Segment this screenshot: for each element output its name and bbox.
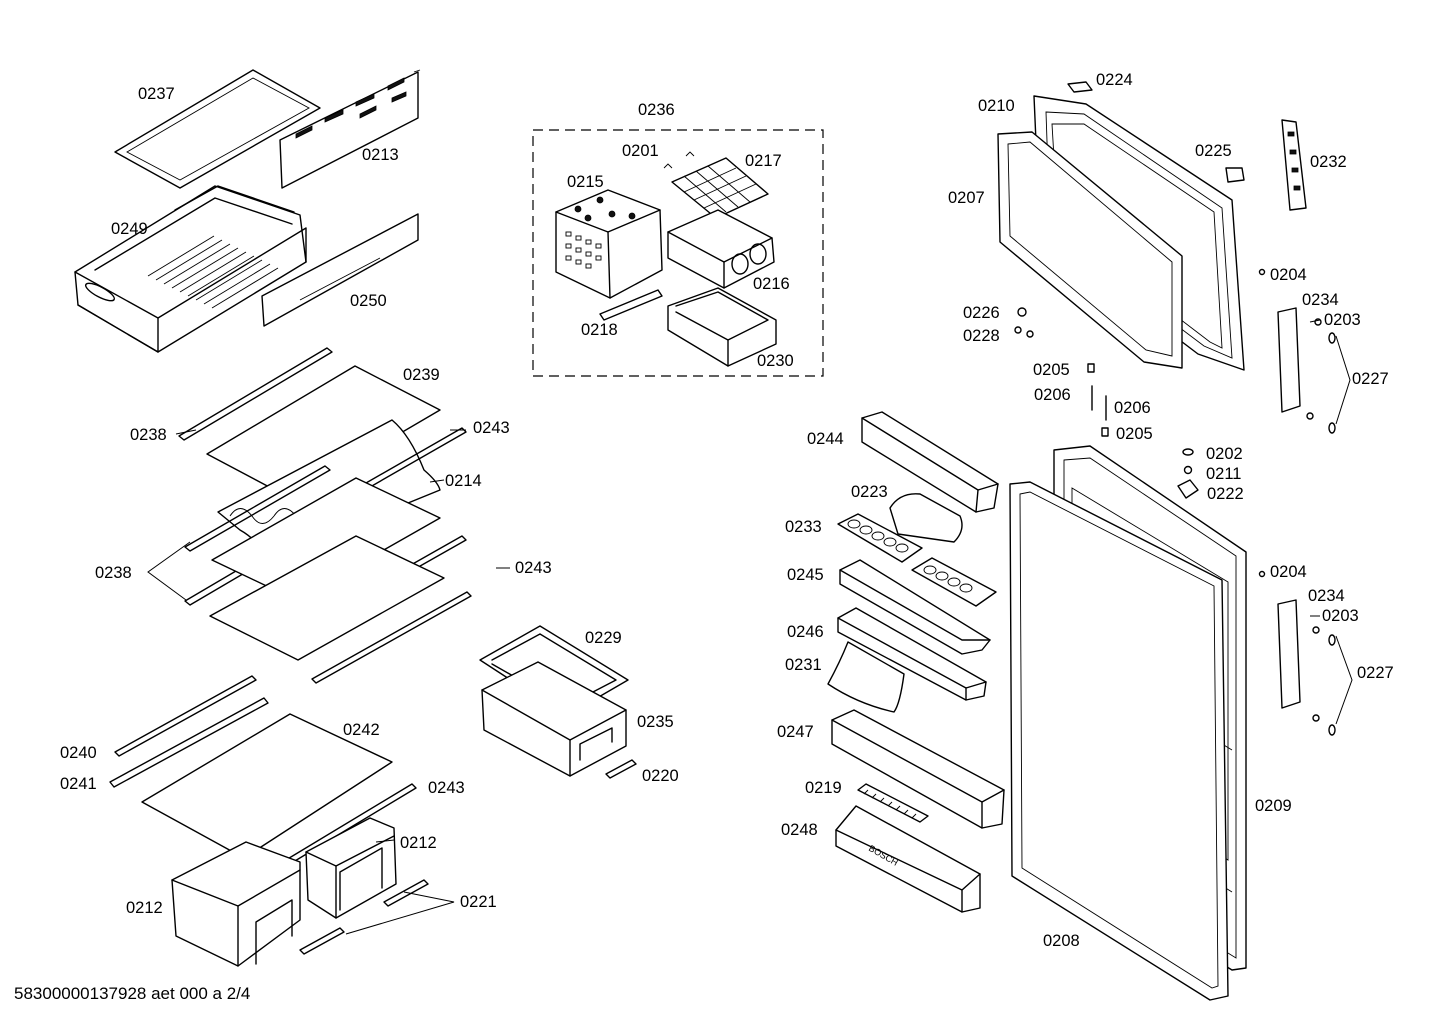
label-0208: 0208 [1043, 932, 1080, 950]
part-0248-door-bin: BOSCH [835, 805, 981, 913]
label-0219: 0219 [805, 779, 842, 797]
label-0203-lower: 0203 [1322, 607, 1359, 625]
label-0228: 0228 [963, 327, 1000, 345]
label-0210: 0210 [978, 97, 1015, 115]
label-0211: 0211 [1206, 465, 1242, 483]
part-0227-leader-lower [1335, 635, 1353, 725]
label-0242: 0242 [343, 721, 380, 739]
label-0227-upper: 0227 [1352, 370, 1389, 388]
label-0201: 0201 [622, 142, 659, 160]
label-0221: 0221 [460, 893, 497, 911]
label-0243-lower: 0243 [428, 779, 465, 797]
part-0231-cover [827, 641, 905, 713]
part-egg-tray-right [911, 557, 997, 607]
part-0245-door-bin [839, 559, 991, 655]
part-0227-leader-upper [1335, 335, 1351, 425]
label-0237: 0237 [138, 85, 175, 103]
label-0244: 0244 [807, 430, 844, 448]
label-0229: 0229 [585, 629, 622, 647]
part-0232-hinge [1281, 119, 1307, 211]
label-0218: 0218 [581, 321, 618, 339]
label-0204-lower: 0204 [1270, 563, 1307, 581]
label-0222: 0222 [1207, 485, 1244, 503]
label-0248: 0248 [781, 821, 818, 839]
label-0206-left: 0206 [1034, 386, 1071, 404]
label-0205-upper: 0205 [1033, 361, 1070, 379]
label-0230: 0230 [757, 352, 794, 370]
label-0234-lower: 0234 [1308, 587, 1345, 605]
part-0244-door-bin [861, 411, 999, 513]
label-0247: 0247 [777, 723, 814, 741]
label-0245: 0245 [787, 566, 824, 584]
label-0249: 0249 [111, 220, 148, 238]
label-0232: 0232 [1310, 153, 1347, 171]
label-0238-lower: 0238 [95, 564, 132, 582]
part-0237-glass-frame [114, 69, 321, 189]
label-0223: 0223 [851, 483, 888, 501]
part-0250-cover-strip [261, 213, 419, 327]
label-0224: 0224 [1096, 71, 1133, 89]
label-0234-upper: 0234 [1302, 291, 1339, 309]
part-0246-door-bin [837, 607, 987, 701]
part-0249-crisper-drawer [74, 185, 307, 353]
part-0221-pins [299, 879, 429, 955]
label-0236: 0236 [638, 101, 675, 119]
part-0233-egg-tray [837, 513, 923, 563]
part-0223-dairy-box [889, 493, 963, 543]
part-0213-vent-panel [279, 69, 421, 189]
label-0238-upper: 0238 [130, 426, 167, 444]
part-hardware-lower [1177, 448, 1336, 736]
label-0207: 0207 [948, 189, 985, 207]
label-0212-right: 0212 [400, 834, 437, 852]
label-0235: 0235 [637, 713, 674, 731]
label-0241: 0241 [60, 775, 97, 793]
label-0214: 0214 [445, 472, 482, 490]
leader-lines [147, 319, 1321, 935]
label-0212-left: 0212 [126, 899, 163, 917]
label-0206-right: 0206 [1114, 399, 1151, 417]
part-0207-door-seal [997, 131, 1183, 369]
group-0236-ice-section [532, 129, 824, 377]
label-0215: 0215 [567, 173, 604, 191]
label-0220: 0220 [642, 767, 679, 785]
label-0202: 0202 [1206, 445, 1243, 463]
label-0246: 0246 [787, 623, 824, 641]
part-0239-glass-shelf [178, 347, 441, 499]
label-0209: 0209 [1255, 797, 1292, 815]
label-0250: 0250 [350, 292, 387, 310]
part-0247-door-bin [831, 709, 1005, 829]
part-0225-cover [1225, 167, 1245, 183]
label-0203-upper: 0203 [1324, 311, 1361, 329]
label-0227-lower: 0227 [1357, 664, 1394, 682]
part-0235-drawer [481, 661, 627, 777]
part-0224-cap [1067, 81, 1093, 93]
label-0217: 0217 [745, 152, 782, 170]
part-0240-0241-rails [109, 675, 269, 788]
part-glass-shelf-middle [209, 477, 445, 661]
label-0204-upper: 0204 [1270, 266, 1307, 284]
label-0243-middle: 0243 [515, 559, 552, 577]
label-0243-upper: 0243 [473, 419, 510, 437]
label-0213: 0213 [362, 146, 399, 164]
label-0231: 0231 [785, 656, 822, 674]
part-0208-door-seal [1009, 481, 1229, 1001]
label-0216: 0216 [753, 275, 790, 293]
label-0233: 0233 [785, 518, 822, 536]
part-hardware-upper [1014, 268, 1336, 437]
label-0226: 0226 [963, 304, 1000, 322]
label-0225: 0225 [1195, 142, 1232, 160]
part-0234-handle-lower [1277, 599, 1301, 709]
part-0219-grille [857, 783, 929, 823]
label-0240: 0240 [60, 744, 97, 762]
label-0239: 0239 [403, 366, 440, 384]
part-0220-pin [605, 759, 637, 779]
label-0205-lower: 0205 [1116, 425, 1153, 443]
document-id-footer: 58300000137928 aet 000 a 2/4 [14, 984, 251, 1003]
part-0234-handle-upper [1277, 307, 1301, 413]
part-0212-bottom-drawers [171, 817, 397, 967]
